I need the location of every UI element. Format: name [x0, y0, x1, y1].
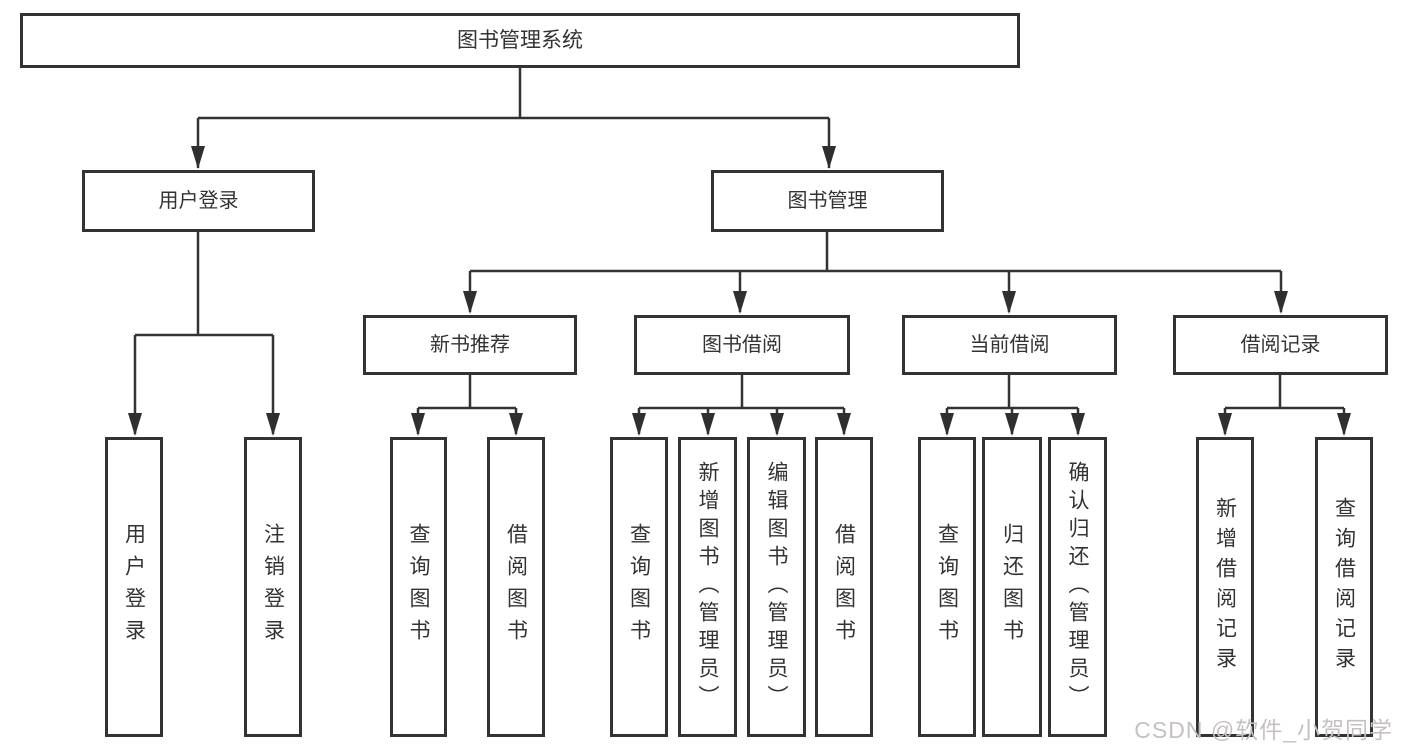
- node-book-borrowing: 图书借阅: [634, 315, 850, 375]
- node-label: 查询图书: [935, 523, 959, 651]
- leaf-query-book-current: 查询图书: [918, 437, 976, 737]
- node-current-borrowing: 当前借阅: [902, 315, 1117, 375]
- node-label: 图书借阅: [702, 334, 782, 356]
- leaf-confirm-return-admin: 确认归还（管理员）: [1048, 437, 1107, 737]
- node-user-login: 用户登录: [82, 170, 315, 232]
- leaf-add-borrow-record: 新增借阅记录: [1196, 437, 1254, 737]
- leaf-add-book-admin: 新增图书（管理员）: [678, 437, 737, 737]
- node-library-management-system: 图书管理系统: [20, 13, 1020, 68]
- node-label: 编辑图书（管理员）: [765, 461, 788, 713]
- leaf-query-borrow-record: 查询借阅记录: [1315, 437, 1373, 737]
- node-label: 新书推荐: [430, 334, 510, 356]
- node-label: 确认归还（管理员）: [1066, 461, 1089, 713]
- node-label: 借阅图书: [504, 523, 528, 651]
- leaf-edit-book-admin: 编辑图书（管理员）: [747, 437, 806, 737]
- node-label: 注销登录: [261, 523, 285, 651]
- leaf-return-book: 归还图书: [982, 437, 1042, 737]
- node-label: 新增借阅记录: [1213, 497, 1237, 677]
- node-label: 查询图书: [407, 523, 430, 651]
- arrowheads: [128, 146, 1351, 436]
- leaf-user-login: 用户登录: [105, 437, 163, 737]
- node-label: 用户登录: [122, 523, 146, 651]
- node-label: 图书管理: [787, 190, 868, 212]
- node-book-management: 图书管理: [711, 170, 944, 232]
- leaf-logout: 注销登录: [244, 437, 302, 737]
- node-label: 新增图书（管理员）: [696, 461, 719, 713]
- leaf-query-book-borrowing: 查询图书: [610, 437, 668, 737]
- leaf-query-book-recommend: 查询图书: [390, 437, 447, 737]
- node-label: 当前借阅: [969, 334, 1050, 356]
- node-label: 查询借阅记录: [1332, 497, 1356, 677]
- leaf-borrow-book-borrowing: 借阅图书: [815, 437, 873, 737]
- node-label: 图书管理系统: [457, 29, 583, 52]
- node-label: 借阅图书: [832, 523, 856, 651]
- node-label: 查询图书: [627, 523, 651, 651]
- node-borrow-records: 借阅记录: [1173, 315, 1388, 375]
- node-label: 借阅记录: [1240, 334, 1321, 356]
- leaf-borrow-book-recommend: 借阅图书: [487, 437, 545, 737]
- node-label: 归还图书: [1000, 523, 1024, 651]
- node-new-book-recommend: 新书推荐: [363, 315, 577, 375]
- node-label: 用户登录: [158, 190, 239, 212]
